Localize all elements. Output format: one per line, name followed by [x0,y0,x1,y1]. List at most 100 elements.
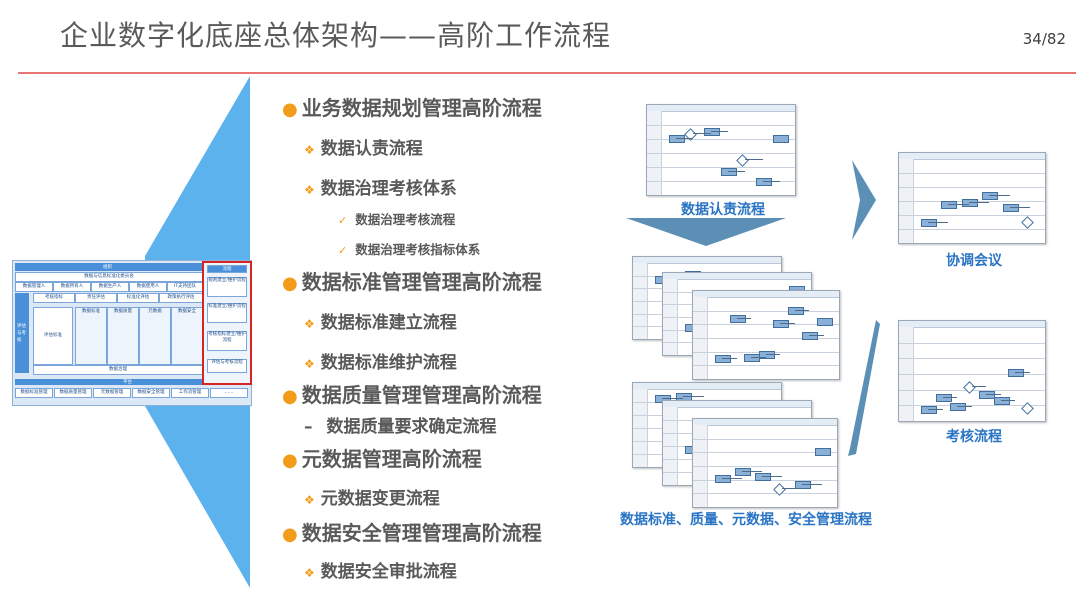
flow-connector-line [765,354,781,356]
bullet-text: 数据治理考核流程 [355,212,456,227]
bullet-text: 数据治理考核指标体系 [355,242,481,257]
flow-connector-line [682,396,704,398]
bullet-dot-icon: ● [282,450,298,471]
swimlane-divider [693,324,839,326]
bullet-dot-icon: ● [282,99,298,120]
flow-process-node [941,201,958,210]
flow-connector-line [762,180,780,182]
bullet-item-level-2: ❖元数据变更流程 [304,484,440,509]
up-left-arrow-shape [848,320,880,456]
check-bullet-icon: ✓ [338,214,348,227]
swimlane-divider [899,405,1045,407]
page-title: 企业数字化底座总体架构——高阶工作流程 [60,19,612,52]
flow-header-bar [633,383,781,390]
flow-connector-line [762,476,782,478]
eval-side-bar [15,293,29,373]
flow-connector-line [782,488,802,490]
platform-label: 平台 [123,380,132,385]
flow-process-node [669,134,685,143]
bullet-text: 数据安全审批流程 [320,562,457,582]
swimlane-divider [647,181,795,182]
check-bullet-icon: ✓ [338,244,348,257]
swimlane-divider [693,438,837,440]
role-cell: 数据管理人 [15,282,53,292]
bullet-text: 业务数据规划管理高阶流程 [301,96,542,120]
bullet-item-level-1: ●数据安全管理管理高阶流程 [282,517,542,546]
bullet-item-level-2: ❖数据认责流程 [304,134,423,159]
flow-connector-line [742,470,762,472]
flow-connector-line [693,133,711,135]
metric-cell: 政策执行评估 [159,293,203,303]
dash-bullet-icon: – [304,417,313,437]
flow-process-node [961,198,978,207]
committee-label: 数据与信息标准化委员会 [15,272,203,282]
flow-process-node [721,167,737,176]
flow-process-node [950,403,967,412]
flow-process-node [815,448,831,457]
caption-coordination: 协调会议 [946,253,1002,269]
bullet-text: 数据质量要求确定流程 [326,417,497,437]
eval-standard-cell: 评估标准 [33,307,73,365]
flow-connector-line [751,356,766,358]
flow-connector-line [794,309,810,311]
flow-process-node [1008,368,1025,377]
swimlane-divider [899,215,1045,216]
bullet-text: 数据质量管理管理高阶流程 [301,383,542,407]
diamond-bullet-icon: ❖ [304,493,315,507]
flow-process-node [921,405,937,414]
metric-cell: 标准化评估 [117,293,159,303]
platform-item: 工作流管理 [171,388,209,398]
bullet-dot-icon: ● [282,524,298,545]
caption-management: 数据标准、质量、元数据、安全管理流程 [620,512,872,528]
page-number: 34/82 [1022,30,1066,48]
flow-connector-line [971,386,987,388]
platform-item: …… [210,388,248,398]
diamond-bullet-icon: ❖ [304,357,315,371]
column-metadata: 元数据 [139,307,171,365]
metadata-flow-thumbnail [692,290,840,380]
process-item: 评估与考核流程 [207,359,247,373]
right-arrow-shape [852,160,876,240]
flow-connector-line [942,397,958,399]
flow-decision-node [962,381,976,395]
platform-item: 元数据管理 [93,388,131,398]
flow-connector-line [957,406,972,408]
flow-connector-line [1015,371,1030,373]
flow-process-node [755,177,772,186]
role-cell: IT支持团队 [167,282,203,292]
diamond-bullet-icon: ❖ [304,183,315,197]
swimlane-divider [899,173,1045,174]
swimlane-divider [899,229,1045,230]
diamond-bullet-icon: ❖ [304,566,315,580]
bullet-item-level-2: ❖数据标准建立流程 [304,308,457,333]
flow-decision-node [1021,216,1034,230]
flow-header-bar [647,105,795,112]
platform-bar [15,379,247,385]
swimlane-divider [693,452,837,454]
process-highlight-box: 流程 规则建立/维护流程 标准建立/维护流程 考核指标建立/维护流程 评估与考核… [202,261,252,385]
flow-connector-line [968,201,990,203]
bullet-item-level-4: –数据质量要求确定流程 [304,412,497,437]
diamond-bullet-icon: ❖ [304,143,315,157]
swimlane-divider [693,310,839,312]
diamond-bullet-icon: ❖ [304,317,315,331]
swimlane-divider [647,167,795,168]
assessment-flow-thumbnail [898,320,1046,422]
flow-process-node [735,467,751,476]
role-cell: 数据生产人 [91,282,129,292]
flow-connector-line [722,358,737,360]
flow-connector-line [745,158,763,160]
flow-connector-line [948,204,969,206]
metric-cell: 责任评估 [75,293,117,303]
swimlane-divider [647,125,795,126]
flow-connector-line [736,317,752,319]
flow-process-node [795,480,811,489]
flow-connector-line [662,397,683,399]
flow-connector-line [989,195,1010,197]
bullet-item-level-1: ●业务数据规划管理高阶流程 [282,92,542,121]
flow-connector-line [802,483,822,485]
base-label: 数据治理 [33,365,203,375]
flow-process-node [979,391,996,400]
flow-header-bar [663,273,811,280]
flow-process-node [773,134,789,143]
